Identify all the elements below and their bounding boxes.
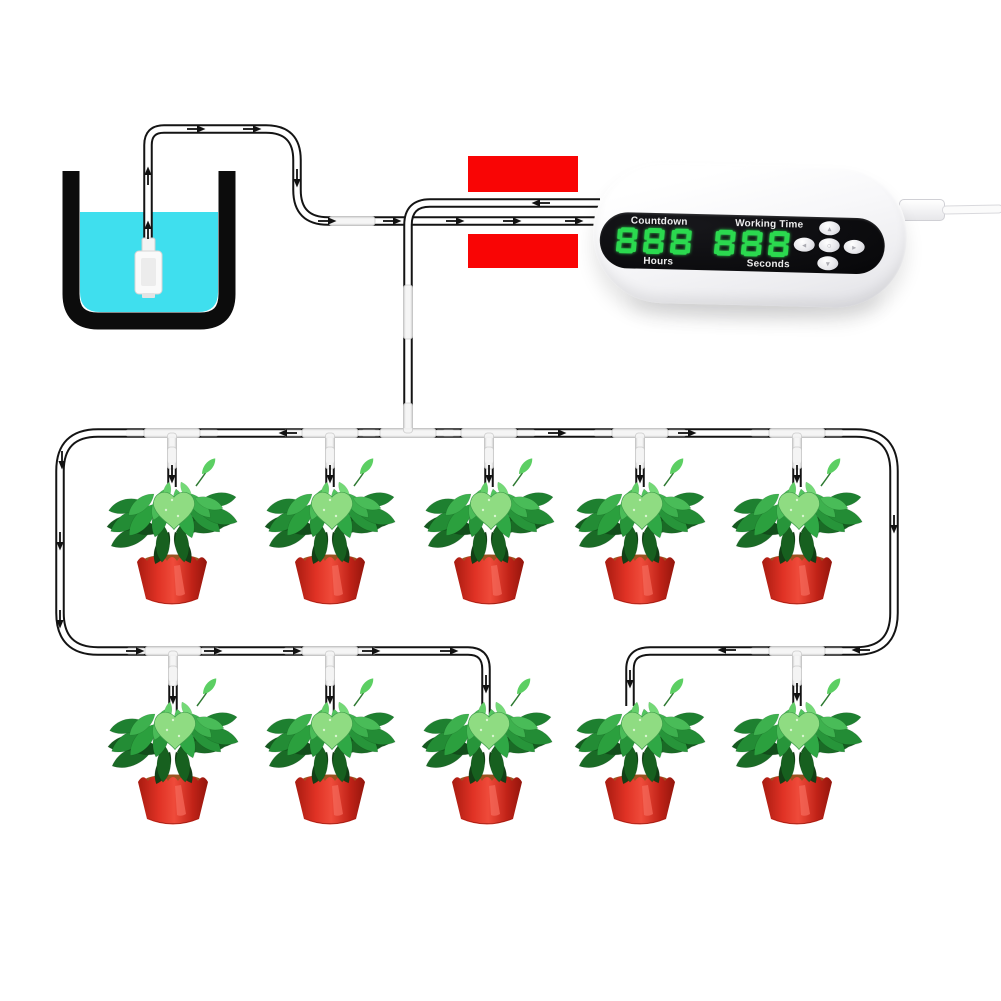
- flow-arrow: [169, 686, 177, 705]
- pump-filter: [134, 237, 163, 298]
- plant-pot: [295, 554, 365, 605]
- down-arrow-icon: ▾: [825, 258, 830, 268]
- flow-arrow: [548, 429, 567, 437]
- flow-arrow: [187, 125, 206, 133]
- flow-arrow: [383, 217, 402, 225]
- bucket-walls: [62, 171, 236, 330]
- flow-arrow: [58, 451, 66, 470]
- flow-arrow: [56, 532, 64, 551]
- plant-pot: [762, 774, 832, 825]
- flow-arrow: [793, 683, 801, 702]
- usb-cable: [941, 204, 1001, 215]
- potted-plant-row2-1: [107, 678, 239, 825]
- flow-arrow: [890, 515, 898, 534]
- flow-arrow: [482, 675, 490, 694]
- plant-foliage: [423, 458, 555, 565]
- potted-plant-row1-4: [574, 458, 706, 605]
- plant-foliage: [421, 678, 553, 785]
- straight-connector: [325, 665, 335, 687]
- flow-arrow: [293, 169, 301, 188]
- controller-display-panel: Countdown Working Time Hours Seconds ▴◂○…: [599, 211, 886, 275]
- up-arrow-icon: ▴: [827, 223, 832, 233]
- flow-arrow: [626, 670, 634, 689]
- tube-controller-to-manifold: [403, 198, 600, 433]
- flow-arrow: [717, 646, 736, 654]
- flow-arrow: [144, 166, 152, 185]
- ok-arrow-icon: ○: [826, 240, 832, 250]
- potted-plant-row2-4: [574, 678, 706, 825]
- plant-foliage: [574, 458, 706, 565]
- potted-plant-row1-1: [106, 458, 238, 605]
- seconds-label: Seconds: [746, 258, 790, 271]
- manifold-right-loop: [408, 428, 899, 706]
- flow-arrow: [503, 217, 522, 225]
- right-arrow-icon: ▸: [852, 242, 857, 252]
- flow-arrow: [446, 217, 465, 225]
- flow-arrow: [56, 610, 64, 629]
- flow-arrow: [636, 465, 644, 484]
- plant-pot: [605, 554, 675, 605]
- potted-plant-row1-2: [264, 458, 396, 605]
- plant-foliage: [731, 678, 863, 785]
- down-button: ▾: [817, 256, 839, 271]
- flow-arrow: [326, 465, 334, 484]
- hours-label: Hours: [643, 255, 674, 268]
- flow-arrow: [283, 647, 302, 655]
- left-button: ◂: [793, 237, 815, 252]
- tee-connector: [362, 402, 454, 438]
- plant-foliage: [106, 458, 238, 565]
- straight-connector: [168, 665, 178, 687]
- watering-timer-controller: Countdown Working Time Hours Seconds ▴◂○…: [591, 160, 909, 310]
- plant-foliage: [574, 678, 706, 785]
- flow-arrow: [168, 465, 176, 484]
- left-arrow-icon: ◂: [802, 240, 807, 250]
- plant-foliage: [264, 678, 396, 785]
- manifold-left-loop: [55, 428, 491, 714]
- plant-pot: [137, 554, 207, 605]
- flow-arrow: [318, 217, 337, 225]
- plant-pot: [605, 774, 675, 825]
- potted-plant-row2-5: [731, 678, 863, 825]
- flow-arrow: [531, 199, 550, 207]
- plant-pot: [295, 774, 365, 825]
- tube-bucket-to-controller: [143, 124, 600, 242]
- flow-arrow: [204, 647, 223, 655]
- potted-plant-row1-5: [731, 458, 863, 605]
- ok-button: ○: [818, 238, 840, 253]
- flow-arrow: [362, 647, 381, 655]
- flow-arrow: [565, 217, 584, 225]
- plant-pot: [454, 554, 524, 605]
- plant-pot: [452, 774, 522, 825]
- flow-arrow: [243, 125, 262, 133]
- potted-plant-row2-3: [421, 678, 553, 825]
- flow-arrow: [126, 647, 145, 655]
- potted-plant-row2-2: [264, 678, 396, 825]
- flow-arrow: [326, 686, 334, 705]
- plant-foliage: [264, 458, 396, 565]
- countdown-digits: [615, 226, 694, 256]
- right-button: ▸: [843, 239, 865, 255]
- working-time-digits: [713, 228, 792, 258]
- flow-arrow: [678, 429, 697, 437]
- flow-arrow: [793, 465, 801, 484]
- plant-foliage: [731, 458, 863, 565]
- flow-arrow: [851, 646, 870, 654]
- flow-arrow: [144, 220, 152, 239]
- plant-pot: [138, 774, 208, 825]
- flow-arrow: [485, 465, 493, 484]
- up-button: ▴: [818, 221, 841, 236]
- plant-pot: [762, 554, 832, 605]
- flow-arrow: [440, 647, 459, 655]
- plant-foliage: [107, 678, 239, 785]
- potted-plant-row1-3: [423, 458, 555, 605]
- straight-connector: [403, 284, 413, 340]
- flow-arrow: [278, 429, 297, 437]
